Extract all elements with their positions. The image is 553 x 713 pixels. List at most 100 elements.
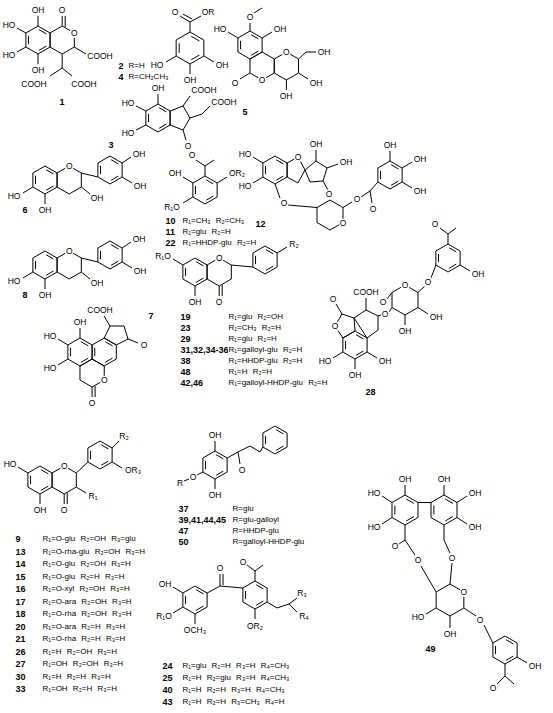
ring [88, 441, 112, 469]
bond-line [440, 228, 448, 234]
atom-label: OH [31, 6, 45, 15]
molecule [184, 426, 287, 489]
double-bond [356, 335, 363, 339]
bond-line [382, 518, 392, 525]
atom-label: OCH₃ [183, 626, 206, 635]
substituent-text: R₁=glu R₂=H [228, 335, 277, 343]
double-bond [30, 476, 31, 484]
bond-line [366, 298, 367, 310]
atom-label: HO [238, 150, 252, 159]
bond-line [190, 22, 191, 32]
bond-line [431, 265, 436, 278]
atom-label: COOH [87, 306, 114, 315]
bond-line [426, 608, 436, 614]
bond-line [58, 359, 68, 365]
bond-line [122, 157, 131, 163]
bond-line [460, 265, 470, 271]
ring [28, 466, 52, 494]
bond-line [45, 279, 46, 289]
double-bond [206, 180, 213, 184]
atom-label: O [189, 473, 197, 482]
substituent-text: R₁=O-rha-glu R₂=OH R₃=H [42, 548, 145, 556]
bond-line [136, 125, 146, 130]
atom-label: OR₂ [228, 169, 245, 178]
compound-number: 50 [178, 538, 189, 547]
bond-line [382, 496, 392, 503]
ring [436, 244, 460, 272]
atom-label: OR [201, 8, 215, 17]
substituent-text: R₁=O-glu R₂=H R₃=H [42, 573, 125, 581]
atom-label: O [353, 195, 361, 204]
atom-label: OR₂ [246, 622, 263, 631]
atom-label: HO [43, 364, 57, 373]
ring [104, 326, 128, 345]
double-bond [41, 470, 48, 474]
bond-line [227, 452, 238, 458]
atom-label: HO [238, 182, 252, 191]
atom-label: HO [43, 332, 57, 341]
compound-number: 30 [15, 673, 26, 682]
bond-line [418, 502, 431, 503]
bond-line [255, 571, 256, 581]
bond-line [260, 447, 263, 452]
molecule [23, 241, 132, 289]
atom-label: COOH [353, 288, 380, 297]
bond-line [306, 52, 316, 53]
atom-label: R [176, 479, 183, 488]
atom-label: OH [273, 25, 287, 34]
atom-label: COOH [21, 80, 48, 89]
bond-line [402, 182, 412, 188]
molecule [18, 441, 122, 504]
double-bond [39, 46, 46, 50]
atom-label: O [369, 205, 377, 214]
atom-label: HO [2, 21, 16, 30]
compound-number: 37 [178, 505, 189, 514]
atom-label: O [258, 76, 266, 85]
bond-line [205, 166, 206, 176]
bond-line [399, 540, 405, 544]
bond-line [505, 664, 506, 676]
double-bond [495, 646, 496, 654]
compound-number: 9 [15, 535, 21, 544]
atom-label: OH [168, 169, 182, 178]
bond-line [173, 607, 183, 613]
atom-label: OH [38, 291, 52, 300]
bond-line [247, 565, 255, 571]
double-bond [276, 160, 283, 164]
double-bond [506, 656, 513, 660]
atom-label: OH [158, 580, 172, 589]
double-bond [35, 176, 36, 184]
molecule [333, 228, 470, 369]
double-bond [111, 245, 118, 249]
compound-number: 5 [242, 108, 248, 117]
atom-label: COOH [191, 86, 218, 95]
bond-line [80, 328, 81, 338]
bond-line [464, 608, 476, 616]
bond-line [81, 173, 98, 177]
atom-label: OH [528, 662, 542, 671]
atom-label: OH [437, 475, 451, 484]
bond-line [38, 54, 39, 64]
atom-label: O [331, 322, 339, 331]
compound-number: 38 [180, 357, 191, 366]
bond-line [250, 23, 251, 31]
atom-label: HO [7, 277, 21, 286]
atom-label: O [448, 554, 456, 563]
double-bond [380, 171, 381, 179]
compound-number: 3 [108, 141, 114, 150]
atom-label: HO [150, 61, 164, 70]
atom-label: R₄ [299, 612, 310, 621]
bond-line [195, 614, 196, 624]
molecule [136, 94, 210, 140]
bond-line [81, 258, 98, 262]
bond-line [222, 285, 223, 296]
ring [378, 161, 402, 189]
double-bond [391, 165, 398, 169]
atom-label: O [489, 684, 497, 693]
atom-label: O [171, 8, 179, 17]
double-bond [356, 351, 363, 355]
atom-label: OH [468, 489, 482, 498]
ring [176, 32, 204, 64]
